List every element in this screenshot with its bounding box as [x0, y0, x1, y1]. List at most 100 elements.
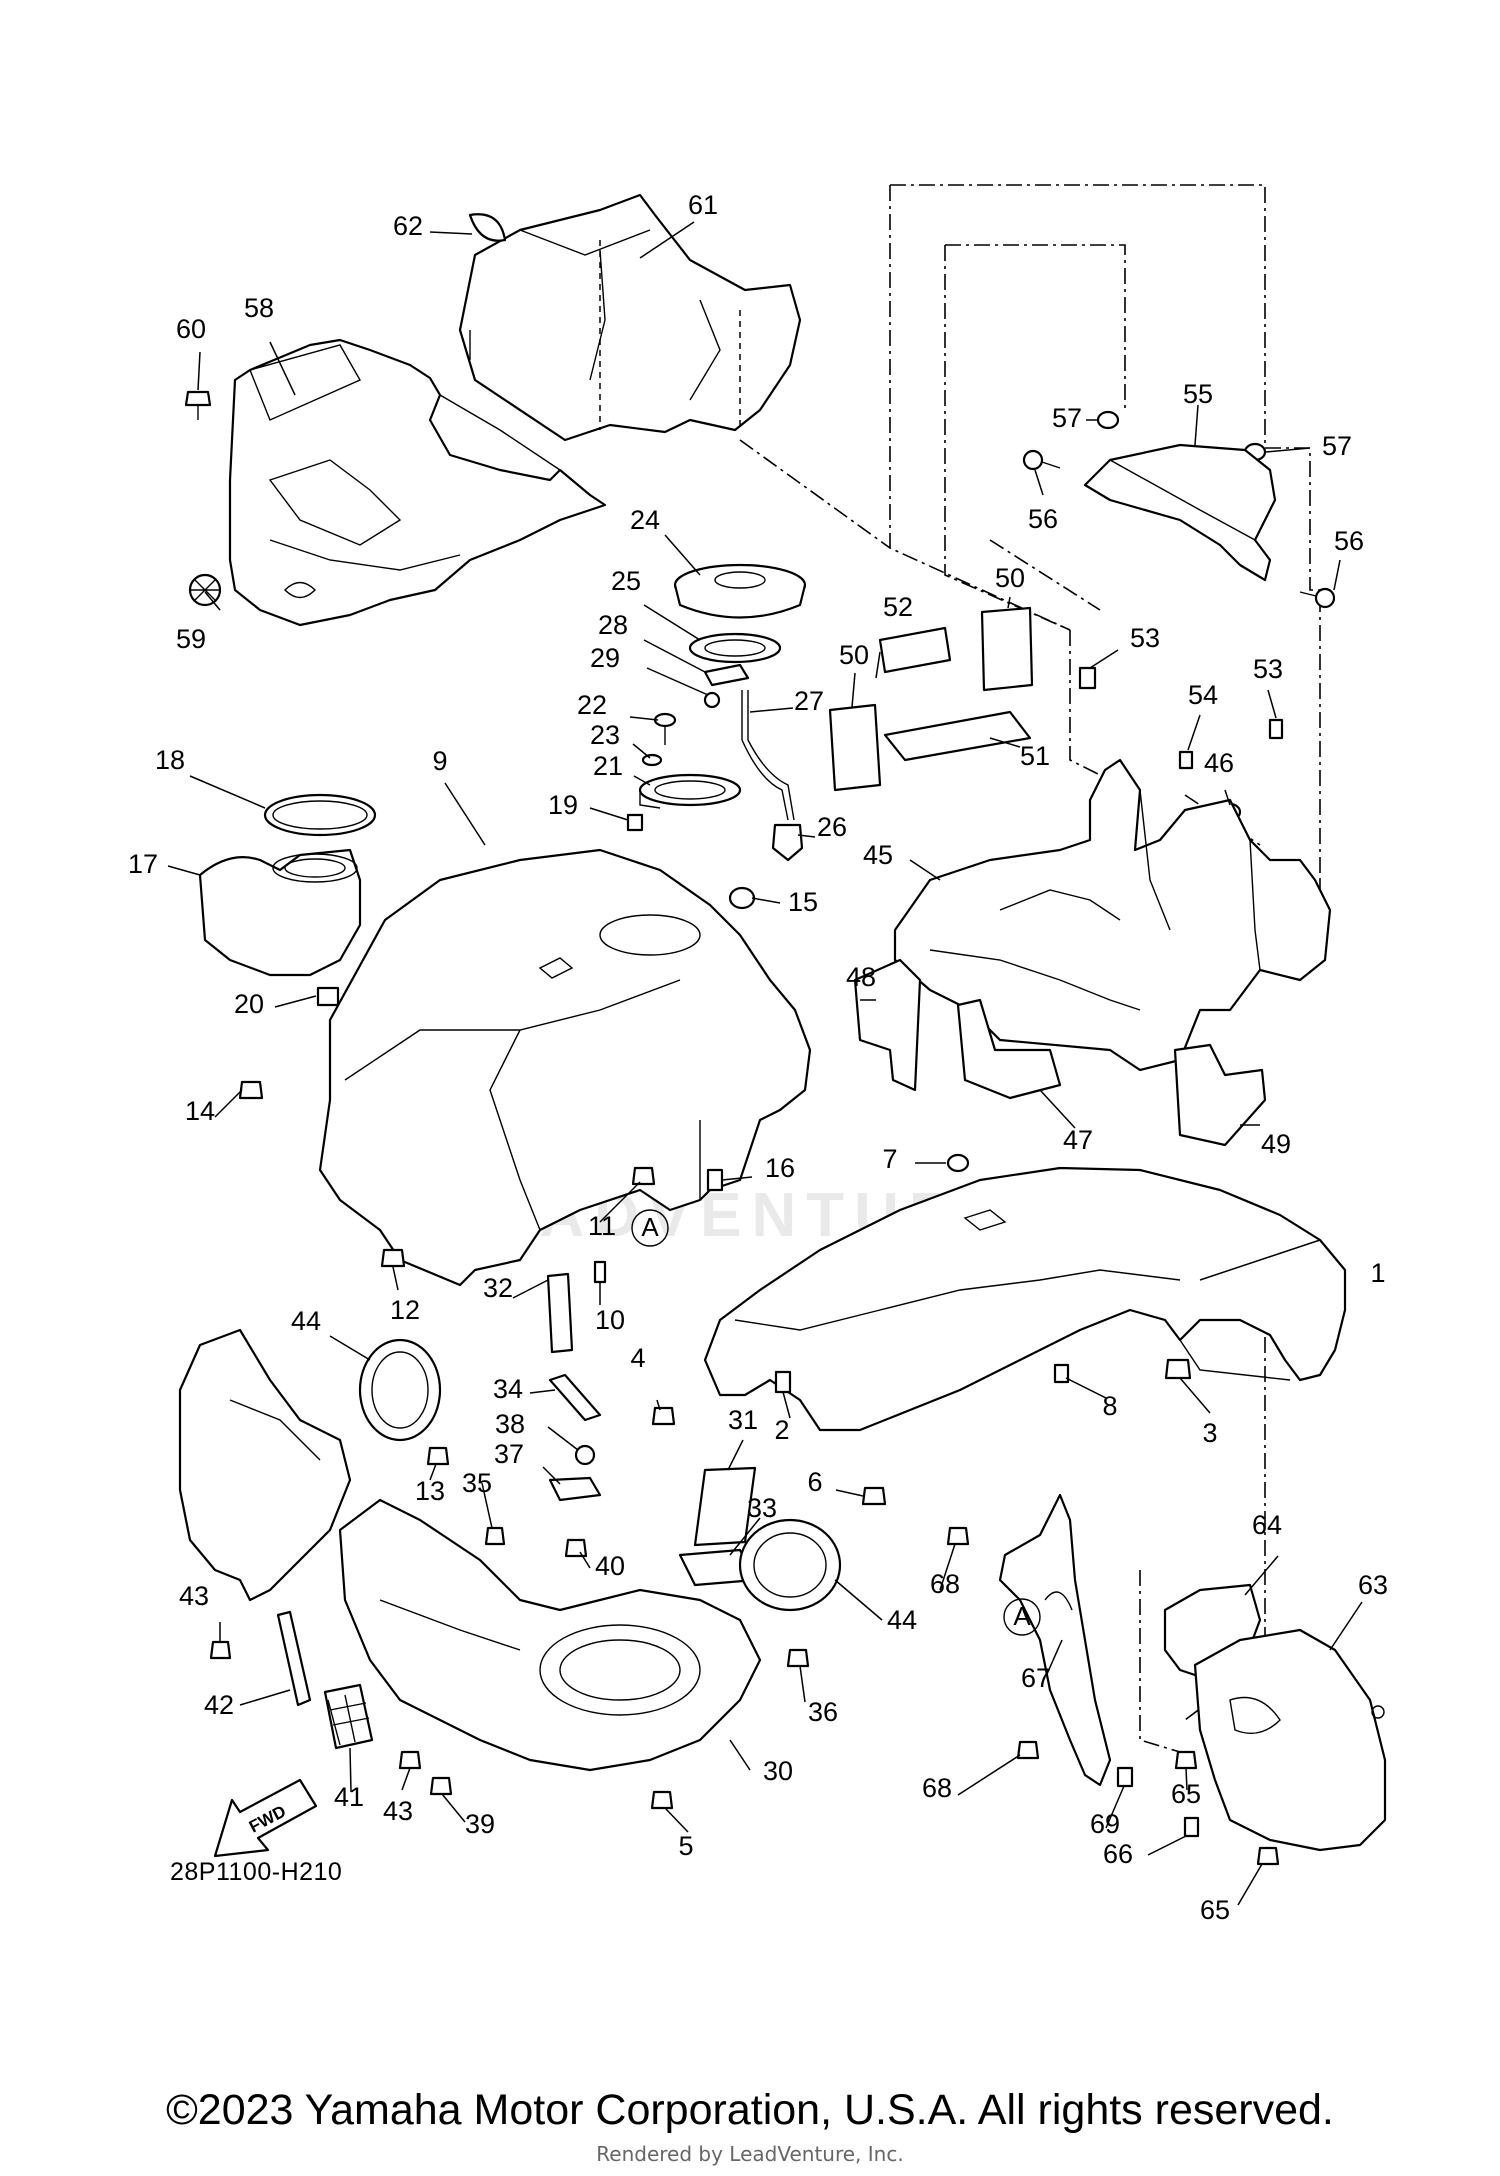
part-18-band	[263, 793, 377, 837]
part-19-damper	[626, 813, 644, 832]
callout-61: 61	[688, 190, 718, 220]
part-39-bolt	[429, 1776, 453, 1796]
part-49-guard	[1173, 1043, 1267, 1147]
part-63-rear-mud-guard	[1193, 1628, 1387, 1852]
callout-6: 6	[807, 1467, 822, 1497]
reference-a-lower: A	[1003, 1598, 1041, 1636]
callout-37: 37	[494, 1439, 524, 1469]
callout-44b: 44	[887, 1605, 917, 1635]
part-59-grommet	[188, 573, 222, 607]
part-68-bolt-upper	[946, 1526, 970, 1546]
callout-58: 58	[244, 293, 274, 323]
part-44-duct-left	[358, 1338, 442, 1442]
part-69-clip	[1116, 1766, 1134, 1788]
part-61-front-upper-cover	[458, 193, 802, 442]
callout-42: 42	[204, 1690, 234, 1720]
part-65-bolt-lower	[1256, 1846, 1280, 1866]
callout-52: 52	[883, 592, 913, 622]
callout-30: 30	[763, 1756, 793, 1786]
part-35-bolt	[484, 1526, 506, 1546]
callout-26: 26	[817, 812, 847, 842]
callout-50b: 50	[839, 640, 869, 670]
callout-25: 25	[611, 566, 641, 596]
part-50-pad-left	[828, 703, 882, 792]
part-66-clip	[1183, 1816, 1200, 1838]
part-38-bolt	[574, 1444, 596, 1466]
reference-a-upper-letter: A	[641, 1212, 659, 1242]
part-43-bolt-left	[209, 1640, 232, 1660]
callout-36: 36	[808, 1697, 838, 1727]
callout-32: 32	[483, 1273, 513, 1303]
part-2-clip	[774, 1370, 792, 1394]
callout-7: 7	[882, 1144, 897, 1174]
callout-1: 1	[1370, 1258, 1385, 1288]
callout-56b: 56	[1334, 526, 1364, 556]
callout-4: 4	[630, 1343, 645, 1373]
part-10-clip	[593, 1260, 607, 1284]
callout-67: 67	[1021, 1663, 1051, 1693]
callout-48: 48	[846, 962, 876, 992]
callout-13: 13	[415, 1476, 445, 1506]
callout-65: 65	[1171, 1779, 1201, 1809]
callout-44: 44	[291, 1306, 321, 1336]
part-56-bolt-left	[1022, 449, 1061, 471]
callout-54: 54	[1188, 680, 1218, 710]
part-24-fuel-cap	[673, 563, 807, 619]
part-62-emblem	[468, 213, 507, 242]
part-8-nut	[1053, 1363, 1070, 1384]
part-58-front-cowl	[228, 338, 607, 627]
callout-65b: 65	[1200, 1895, 1230, 1925]
part-53-nut-left	[1078, 666, 1097, 690]
part-16-clip	[706, 1168, 724, 1192]
callout-19: 19	[548, 790, 578, 820]
callout-labels: 1 2 3 4 5 6 7 8 9 10 11 12 13 14 15 16 1…	[128, 190, 1388, 1925]
callout-47: 47	[1063, 1125, 1093, 1155]
part-44-duct-right	[738, 1518, 842, 1612]
callout-35: 35	[462, 1468, 492, 1498]
part-26-clip	[771, 823, 804, 862]
part-43-bolt-lower	[398, 1750, 422, 1770]
callout-10: 10	[595, 1305, 625, 1335]
part-22-screw	[653, 712, 677, 745]
part-11-bolt	[631, 1166, 656, 1186]
callout-22: 22	[577, 690, 607, 720]
callout-41: 41	[334, 1782, 364, 1812]
callout-18: 18	[155, 745, 185, 775]
callout-56: 56	[1028, 504, 1058, 534]
part-29-screw	[703, 691, 721, 709]
callout-31: 31	[728, 1405, 758, 1435]
callout-62: 62	[393, 211, 423, 241]
part-28-plate	[703, 663, 750, 687]
callout-24: 24	[630, 505, 660, 535]
part-23-washer	[641, 753, 663, 767]
callout-63: 63	[1358, 1570, 1388, 1600]
part-17-fuel-tank	[198, 848, 362, 977]
part-55-bracket	[1083, 443, 1277, 582]
callout-57: 57	[1052, 403, 1082, 433]
callout-59: 59	[176, 624, 206, 654]
callout-3: 3	[1202, 1418, 1217, 1448]
callout-53: 53	[1130, 623, 1160, 653]
callout-45: 45	[863, 840, 893, 870]
callout-68: 68	[930, 1569, 960, 1599]
callout-16: 16	[765, 1153, 795, 1183]
callout-60: 60	[176, 314, 206, 344]
callout-20: 20	[234, 989, 264, 1019]
part-54-nut	[1178, 750, 1194, 770]
leader-lines	[167, 221, 1363, 1906]
part-34-plate	[548, 1373, 602, 1422]
part-21-filler-neck	[638, 773, 742, 809]
part-5-bolt	[650, 1790, 674, 1810]
part-48-guard	[853, 958, 922, 1092]
callout-27: 27	[794, 686, 824, 716]
part-50-pad-right	[980, 606, 1034, 692]
callout-2: 2	[774, 1415, 789, 1445]
part-68-bolt-lower	[1016, 1740, 1040, 1760]
callout-9: 9	[432, 746, 447, 776]
diagram-code: 28P1100-H210	[170, 1858, 343, 1886]
rendered-by-credit: Rendered by LeadVenture, Inc.	[596, 2142, 904, 2166]
callout-23: 23	[590, 720, 620, 750]
part-45-rear-carrier-box	[893, 758, 1332, 1072]
callout-39: 39	[465, 1809, 495, 1839]
